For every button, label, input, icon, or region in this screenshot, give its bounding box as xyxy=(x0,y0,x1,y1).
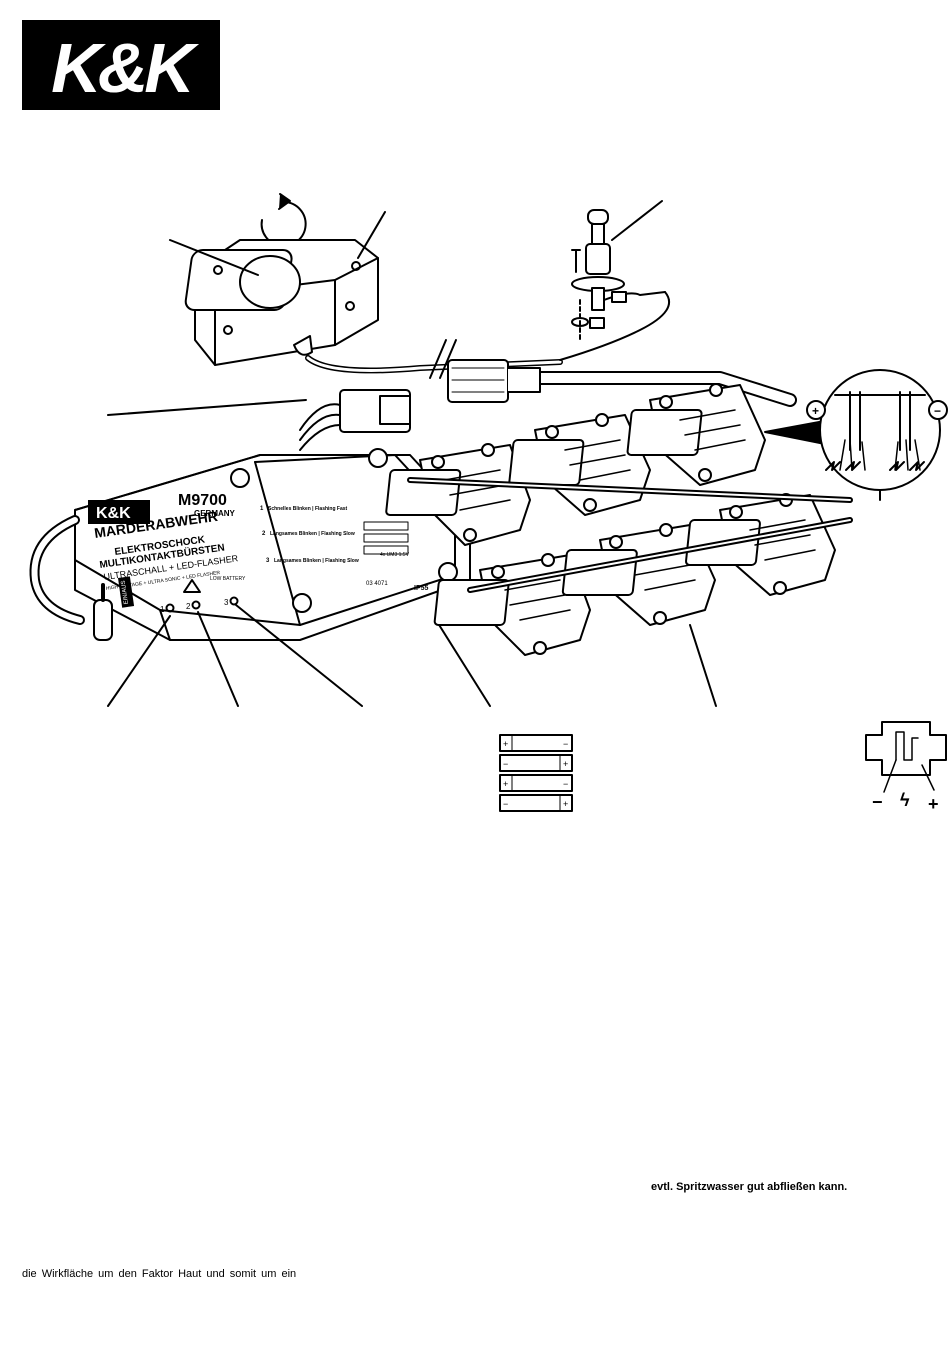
battery-2-minus: − xyxy=(503,759,508,769)
leader-line xyxy=(689,624,717,707)
rotation-arrow-icon xyxy=(260,193,307,247)
contact-brush-block xyxy=(433,553,591,656)
battery-2-plus: + xyxy=(563,759,568,769)
leader-line xyxy=(435,619,491,707)
instruction-num-1: 1 xyxy=(260,506,264,512)
battery-3-minus: − xyxy=(563,779,568,789)
led-label-2: 2 xyxy=(186,602,191,611)
leader-line xyxy=(235,604,363,707)
body-text-line: die Wirkfläche um den Faktor Haut und so… xyxy=(22,1268,297,1280)
battery-3-plus: + xyxy=(503,779,508,789)
brush-symbol-icon xyxy=(865,721,947,793)
low-battery-label: LOW BATTERY xyxy=(210,576,246,582)
battery-icon xyxy=(499,734,573,812)
brush-plus: + xyxy=(928,794,939,814)
instruction-head-1: Schnelles Blinken | Flashing Fast xyxy=(268,506,348,512)
battery-1-minus: − xyxy=(563,739,568,749)
device-voltage: 4x UM3 1.5V xyxy=(380,552,410,558)
instruction-num-3: 3 xyxy=(266,558,270,564)
led-label-1: 1 xyxy=(160,605,165,614)
detail-plus: + xyxy=(812,404,819,418)
battery-1-plus: + xyxy=(503,739,508,749)
device-code: 03 4071 xyxy=(366,581,388,587)
contact-brush-block xyxy=(626,383,766,486)
cable-connector xyxy=(299,359,541,451)
instruction-head-2: Langsames Blinken | Flashing Slow xyxy=(270,531,355,537)
device-brand: K&K xyxy=(96,505,131,522)
battery-4-minus: − xyxy=(503,799,508,809)
contact-brush-block xyxy=(685,493,836,596)
instruction-num-2: 2 xyxy=(262,531,266,537)
battery-4-plus: + xyxy=(563,799,568,809)
brush-minus: − xyxy=(872,792,883,812)
device-country: GERMANY xyxy=(194,509,236,518)
note-text: evtl. Spritzwasser gut abfließen kann. xyxy=(651,1181,848,1193)
device-model: M9700 xyxy=(178,492,227,509)
leader-line xyxy=(169,239,259,276)
detail-minus: − xyxy=(934,404,941,418)
brush-detail-magnifier xyxy=(764,369,948,491)
leader-line xyxy=(357,211,386,259)
device-rating: IP55 xyxy=(414,585,429,592)
brush-bolt: ϟ xyxy=(900,790,910,810)
instruction-head-3: Langsames Blinken | Flashing Slow xyxy=(274,558,359,564)
hood-contact-switch xyxy=(559,209,671,361)
brand-logo-text: K&K xyxy=(51,29,195,107)
brand-logo: K&K xyxy=(22,20,220,110)
leader-line xyxy=(197,611,239,707)
switch-label: EIN/AUS xyxy=(121,580,130,605)
leader-line xyxy=(107,615,171,707)
product-diagram: K&K M9700 GERMANY MARDERABWEHR ELEKTROSC… xyxy=(29,193,948,814)
ultrasonic-speaker-unit xyxy=(184,239,379,366)
leader-line xyxy=(611,200,663,241)
leader-line xyxy=(107,399,307,416)
led-label-3: 3 xyxy=(224,598,229,607)
